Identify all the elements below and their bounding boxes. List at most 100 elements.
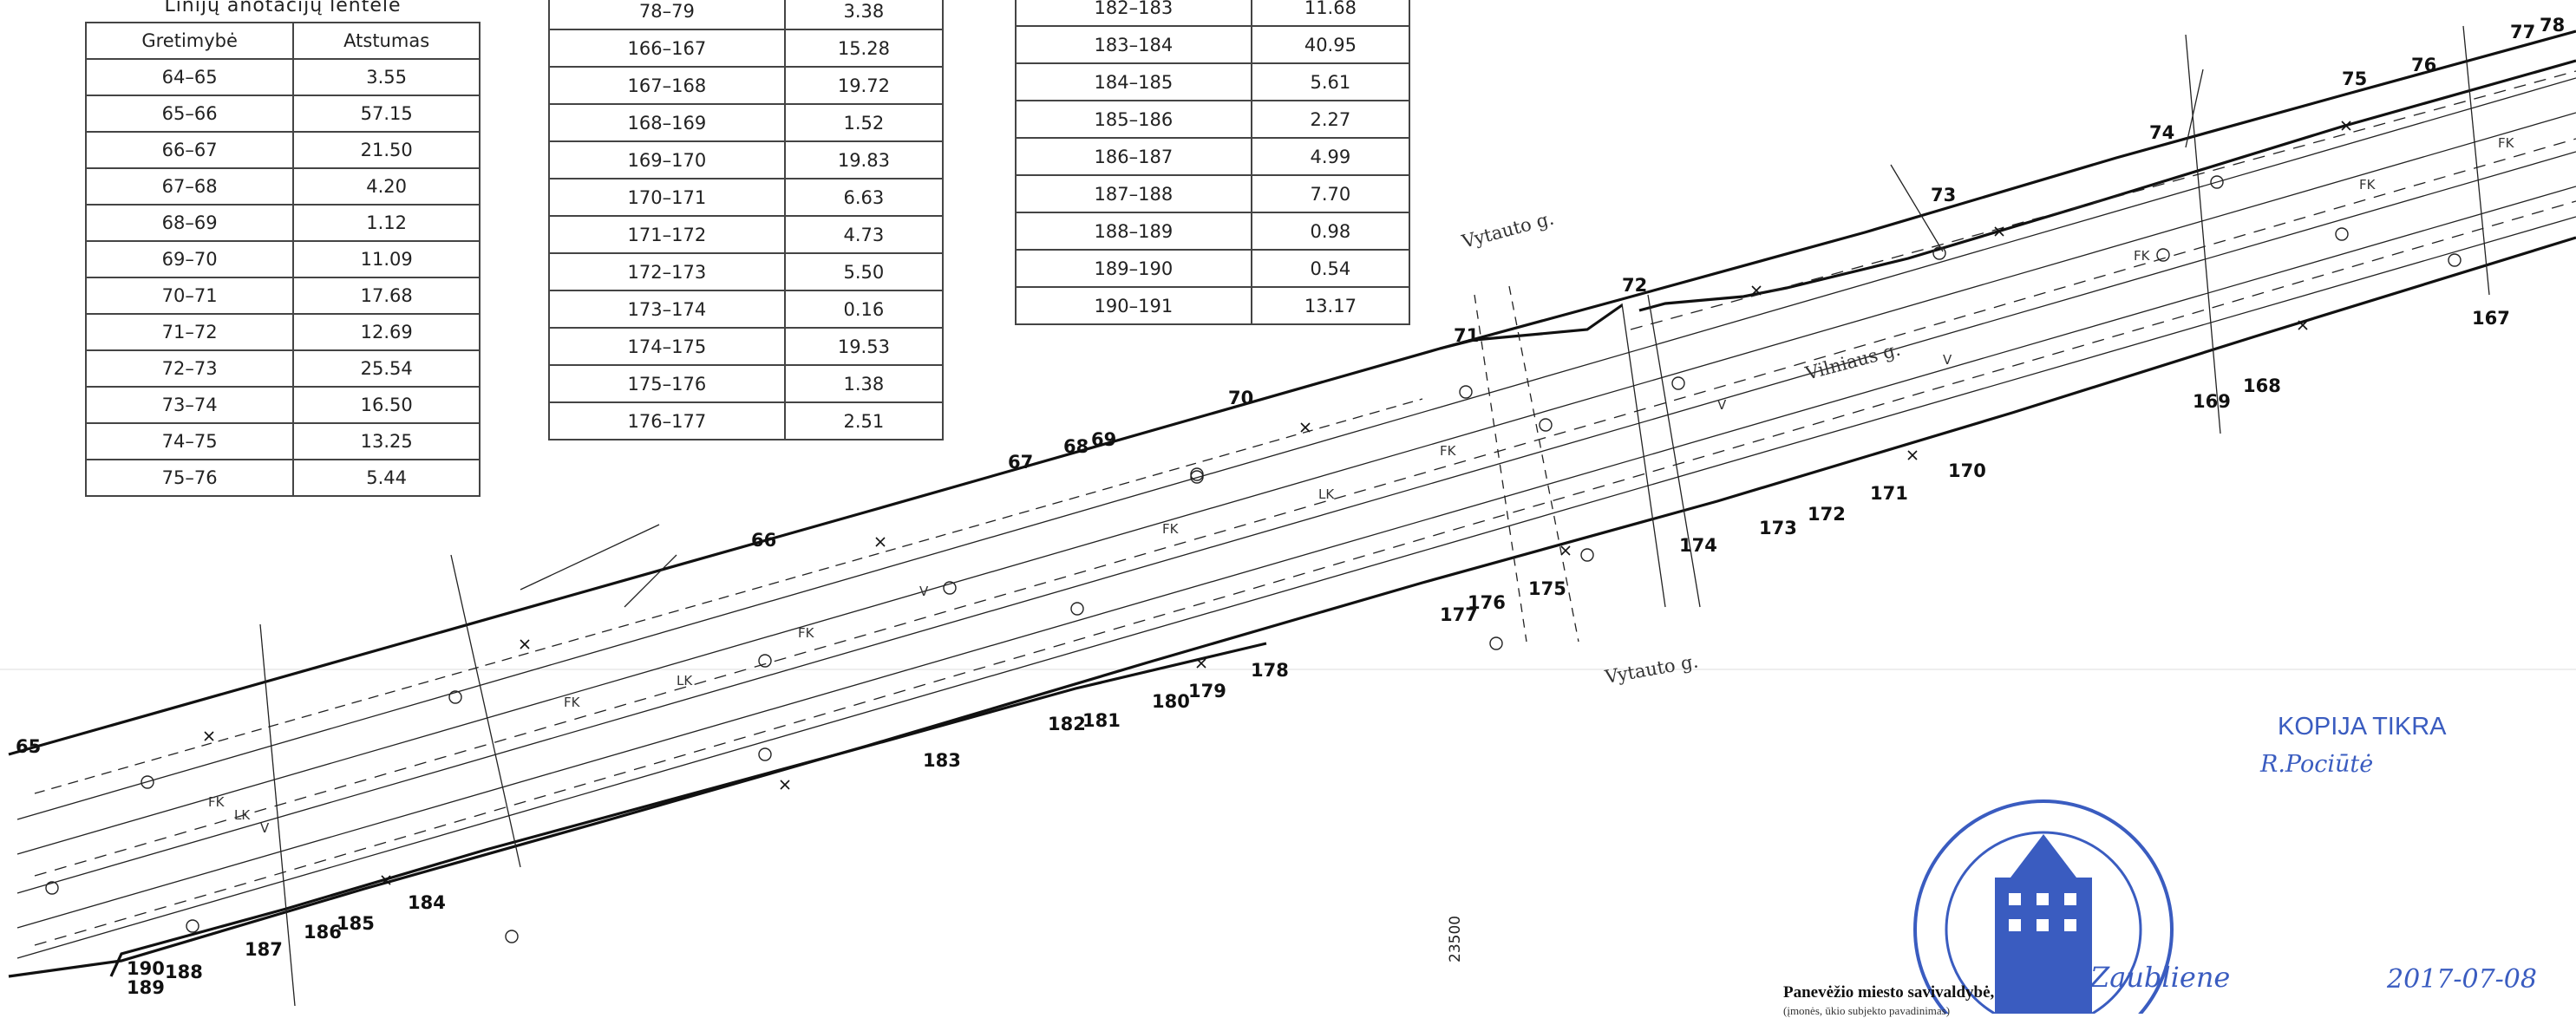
neighbor-cell: 75–76 [84,459,295,497]
point-label: 169 [2193,391,2231,412]
neighbor-cell: 175–176 [548,364,786,403]
point-label: 189 [127,977,165,998]
distance-cell: 19.83 [783,140,945,179]
neighbor-cell: 170–171 [548,178,786,217]
utility-symbols [45,175,2462,943]
neighbor-cell: 68–69 [84,204,295,242]
point-label: 74 [2149,122,2174,143]
line-code-label: V [1717,397,1727,413]
boundary-lines [8,29,2576,978]
point-label: 174 [1679,535,1717,556]
line-code-labels: FK LK V FK LK FK V FK LK FK V V FK FK FK [208,135,2515,836]
distance-cell: 6.63 [783,178,945,217]
neighbor-cell: 188–189 [1015,212,1252,251]
neighbor-cell: 174–175 [548,327,786,366]
administration-caption: (įmonės, ūkio subjekto pavadinimas) [1783,1004,1951,1017]
point-label: 76 [2411,55,2436,75]
distance-cell: 13.25 [292,422,481,460]
point-label: 71 [1454,325,1479,346]
neighbor-cell: 67–68 [84,167,295,206]
distance-cell: 4.73 [783,215,945,254]
point-label: 170 [1948,460,1986,481]
distance-cell: 13.17 [1250,286,1411,325]
point-label: 173 [1759,518,1797,538]
distance-cell: 11.09 [292,240,481,278]
line-code-label: FK [1440,443,1457,459]
point-label: 177 [1440,604,1478,625]
line-annotation-table-1: Linijų anotacijų lentelė Gretimybė Atstu… [84,0,481,497]
signature-date: 2017-07-08 [2387,964,2537,995]
line-code-label: FK [2359,177,2377,193]
neighbor-cell: 168–169 [548,103,786,142]
line-code-label: FK [2498,135,2515,151]
distance-cell: 19.72 [783,66,945,105]
point-label: 171 [1870,483,1908,504]
street-label-vytauto-top: Vytauto g. [1459,208,1556,253]
point-label: 78 [2540,15,2565,36]
distance-cell: 0.16 [783,290,945,329]
line-code-label: FK [2134,248,2151,264]
neighbor-cell: 187–188 [1015,174,1252,213]
neighbor-cell: 172–173 [548,252,786,291]
point-label: 70 [1228,388,1253,408]
neighbor-cell: 65–66 [84,95,295,133]
neighbor-cell: 184–185 [1015,62,1252,101]
point-label: 67 [1008,452,1033,473]
signer-signature: Zaubliene [2090,961,2231,994]
distance-cell: 3.55 [292,58,481,96]
distance-cell: 5.44 [292,459,481,497]
point-label: 175 [1528,578,1566,599]
municipal-seal [1913,799,2174,1014]
line-code-label: V [919,584,929,599]
distance-cell: 4.20 [292,167,481,206]
line-code-label: FK [798,625,815,641]
point-label: 176 [1468,592,1506,613]
point-label: 66 [751,530,776,551]
distance-cell: 40.95 [1250,25,1411,64]
distance-cell: 19.53 [783,327,945,366]
street-label-vytauto-bottom: Vytauto g. [1603,650,1700,688]
point-label: 188 [165,962,203,982]
neighbor-cell: 78–79 [548,0,786,30]
distance-cell: 7.70 [1250,174,1411,213]
neighbor-cell: 69–70 [84,240,295,278]
distance-cell: 21.50 [292,131,481,169]
neighbor-cell: 72–73 [84,349,295,388]
copy-certifier-signature: R.Pociūtė [2260,751,2374,778]
point-label: 69 [1091,429,1116,450]
copy-certified-stamp: KOPIJA TIKRA [2278,713,2447,741]
point-label: 190 [127,958,165,979]
neighbor-cell: 169–170 [548,140,786,179]
neighbor-cell: 64–65 [84,58,295,96]
line-code-label: V [260,820,270,836]
point-label: 172 [1808,504,1846,525]
point-label: 73 [1931,185,1956,206]
line-code-label: FK [564,695,581,710]
column-header-distance: Atstumas [292,22,481,60]
distance-cell: 5.61 [1250,62,1411,101]
distance-cell: 25.54 [292,349,481,388]
street-label-vilniaus: Vilniaus g. [1802,339,1902,384]
distance-cell: 1.52 [783,103,945,142]
boundary-markers [204,121,2351,885]
point-label: 68 [1063,436,1089,457]
neighbor-cell: 171–172 [548,215,786,254]
neighbor-cell: 166–167 [548,29,786,68]
line-code-label: FK [1162,521,1180,537]
